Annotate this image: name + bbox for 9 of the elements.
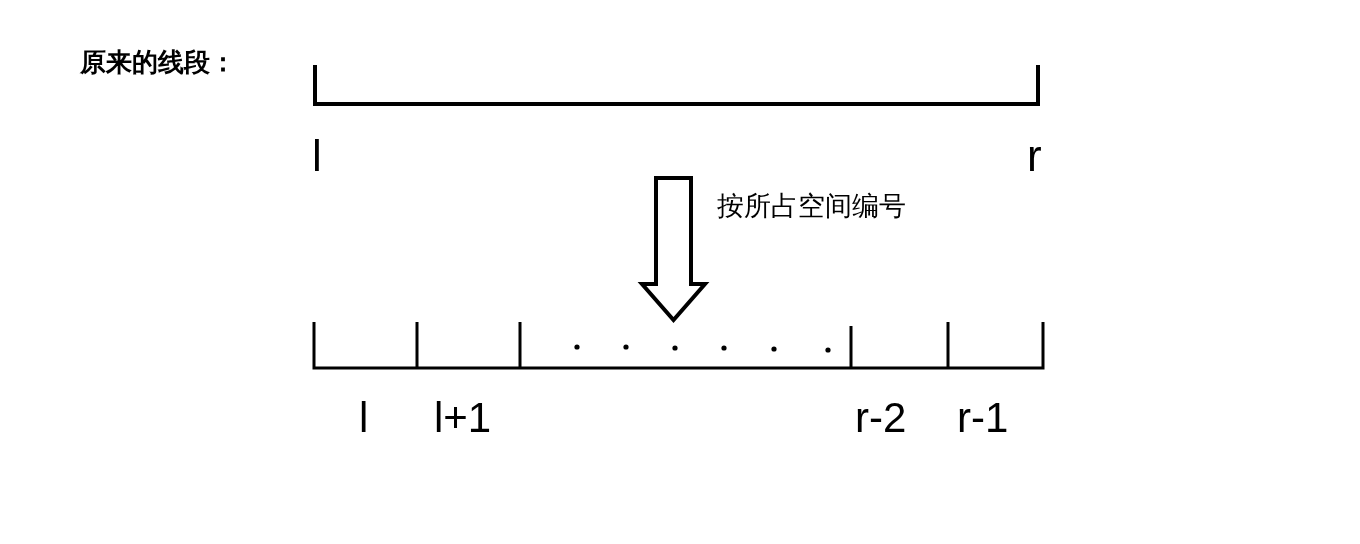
cell-number-label: r-2 (855, 397, 907, 439)
endpoint-label: l (312, 134, 322, 178)
endpoint-label: r (1027, 134, 1042, 178)
cell-number-label: r-1 (957, 397, 1009, 439)
segment-heading: 原来的线段： (80, 49, 236, 75)
cell-number-label: l (359, 397, 369, 439)
hollow-arrow (637, 176, 710, 324)
cell-number-label: l+1 (434, 397, 492, 439)
edge-label: 按所占空间编号 (717, 193, 906, 220)
